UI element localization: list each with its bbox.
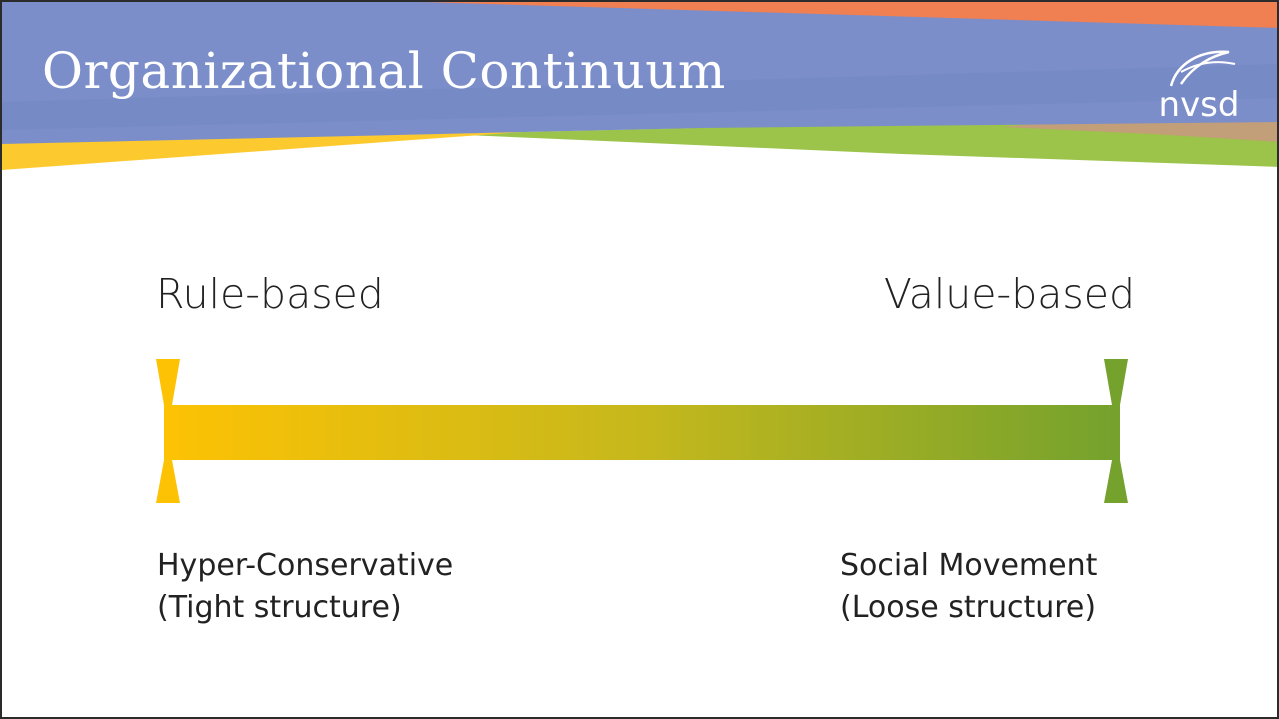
continuum-bar	[166, 405, 1118, 460]
header-banner	[2, 2, 1277, 170]
logo-text: nvsd	[1158, 85, 1240, 125]
right-end-cap	[1104, 359, 1128, 503]
left-description-line2: (Tight structure)	[157, 590, 402, 625]
right-description-line2: (Loose structure)	[840, 590, 1097, 625]
banner-blue-main	[2, 2, 1277, 144]
left-end-cap	[156, 359, 180, 503]
right-description-line1: Social Movement	[840, 548, 1098, 583]
nvsd-logo: nvsd	[1151, 42, 1247, 122]
slide-title: Organizational Continuum	[42, 42, 726, 100]
banner-blue-streak	[2, 64, 1277, 130]
banner-orange-stripe	[382, 2, 1277, 40]
continuum-arrow	[156, 359, 1128, 503]
leaf-icon	[1169, 50, 1236, 87]
rule-based-label: Rule-based	[156, 270, 384, 318]
right-description: Social Movement (Loose structure)	[840, 545, 1097, 629]
banner-yellow-stripe	[2, 132, 522, 170]
left-description: Hyper-Conservative (Tight structure)	[157, 545, 453, 629]
left-description-line1: Hyper-Conservative	[157, 548, 454, 583]
value-based-label: Value-based	[883, 270, 1135, 318]
